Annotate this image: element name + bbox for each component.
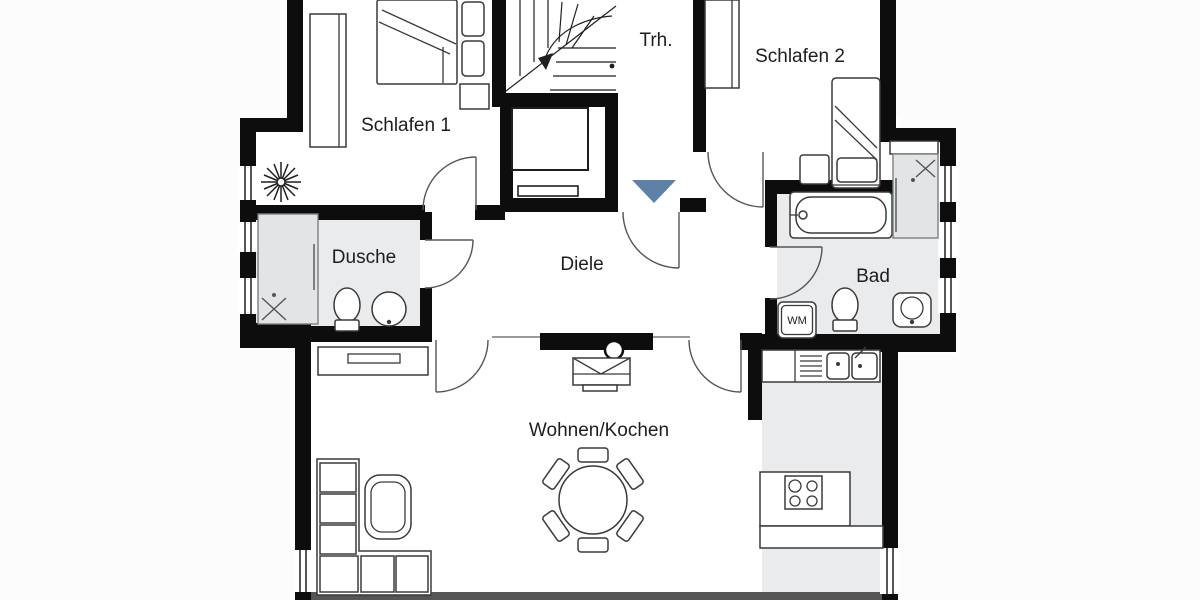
- drainboard: [800, 355, 822, 377]
- dining-chair: [542, 510, 570, 542]
- schlafen1-furniture: [261, 0, 490, 202]
- door-wohnen-right: [688, 339, 742, 393]
- shelf: [889, 140, 939, 155]
- wall-closet-left: [500, 107, 513, 212]
- dining-table: [558, 465, 628, 535]
- sink-basin: [851, 352, 878, 380]
- stove-base: [582, 384, 618, 392]
- doors: [422, 151, 823, 393]
- window-bad-right-2: [938, 222, 958, 258]
- wall-bottom-cut: [311, 592, 882, 600]
- dining-set: [542, 447, 644, 553]
- washing-machine-label: WM: [787, 315, 807, 327]
- dining-chair: [616, 510, 644, 542]
- wall-bad-left-lower: [765, 298, 777, 340]
- wall-right-step: [880, 128, 956, 142]
- faucet: [854, 346, 867, 359]
- room-label-bad: Bad: [856, 266, 890, 287]
- sideboard: [317, 346, 429, 376]
- window-kitchen-right: [880, 548, 900, 594]
- dining-chair: [577, 447, 609, 463]
- toilet: [333, 287, 361, 323]
- door-schlafen2: [707, 151, 764, 208]
- schlafen2-furniture: [704, 0, 881, 189]
- wall-bad-left-upper: [765, 185, 777, 247]
- wardrobe: [704, 0, 740, 89]
- kitchen-counter: [759, 346, 884, 549]
- wall-trh-schlafen2: [693, 0, 706, 152]
- staircase: [505, 0, 617, 92]
- dining-chair: [577, 537, 609, 553]
- window-left-3: [238, 278, 258, 314]
- wall-schlafen1-stairs: [492, 0, 506, 107]
- toilet: [831, 287, 859, 323]
- corner-sofa: [316, 458, 432, 596]
- wall-schlafen1-left-upper: [287, 0, 303, 130]
- shower-enclosure: [892, 153, 939, 239]
- chimney-flue: [603, 339, 625, 361]
- wall-dusche-bottom: [311, 326, 432, 342]
- door-bad: [769, 246, 823, 300]
- room-label-dusche: Dusche: [332, 247, 396, 268]
- chimney-stove: [572, 339, 631, 392]
- dining-chair: [616, 458, 644, 490]
- bad-fixtures: WM: [777, 140, 939, 339]
- toilet-tank: [334, 319, 360, 332]
- dining-chair: [542, 458, 570, 490]
- bathtub-inner: [795, 196, 887, 234]
- coffee-table: [364, 474, 412, 540]
- washbasin: [371, 291, 407, 327]
- wall-dusche-right-lower: [420, 288, 432, 340]
- room-label-wohnen-kochen: Wohnen/Kochen: [529, 420, 669, 441]
- wardrobe: [309, 13, 347, 148]
- wall-schlafen1-bottom-right: [475, 205, 505, 220]
- pillow: [836, 157, 878, 183]
- shower-enclosure: [257, 213, 319, 325]
- nightstand: [461, 40, 485, 77]
- wall-diele-wohnen-center: [540, 333, 653, 350]
- window-left-1: [238, 166, 258, 200]
- door-wohnen-left: [435, 339, 489, 393]
- room-label-trh: Trh.: [639, 30, 672, 51]
- window-wohnen-left: [293, 550, 313, 592]
- door-entrance: [622, 211, 680, 269]
- wall-diele-kitchen-divider: [748, 336, 762, 420]
- washing-machine: WM: [777, 301, 817, 339]
- bathtub-faucet: [798, 210, 808, 220]
- window-bad-right-1: [938, 166, 958, 202]
- toilet-tank: [832, 319, 858, 332]
- window-left-2: [238, 222, 258, 252]
- room-label-schlafen1: Schlafen 1: [361, 115, 451, 136]
- nightstand: [799, 154, 830, 185]
- wohnen-furniture: [316, 346, 884, 596]
- entrance-arrow-icon: [632, 180, 676, 203]
- windows: [238, 166, 958, 594]
- cabinet: [459, 83, 490, 110]
- door-schlafen1: [422, 156, 477, 211]
- wall-entry-stub: [680, 198, 706, 212]
- plant-icon: [261, 162, 301, 202]
- wall-closet-bottom: [500, 198, 618, 212]
- wall-closet-right: [605, 93, 618, 212]
- cooktop: [784, 475, 823, 510]
- window-bad-right-3: [938, 278, 958, 313]
- room-labels: Schlafen 1 Trh. Schlafen 2 Dusche Diele …: [332, 30, 890, 441]
- lift-shaft: [511, 107, 589, 197]
- room-label-schlafen2: Schlafen 2: [755, 46, 845, 67]
- double-bed: [376, 0, 458, 85]
- room-label-diele: Diele: [560, 254, 603, 275]
- dusche-fixtures: [257, 213, 407, 332]
- wall-stairs-bottom: [504, 93, 617, 107]
- wall-wohnen-left: [295, 342, 311, 600]
- kitchen-island-extension: [759, 525, 884, 549]
- wall-left-step: [240, 118, 303, 132]
- door-dusche: [424, 239, 474, 289]
- stair-direction-arrow: [538, 53, 553, 70]
- wall-schlafen2-right: [880, 0, 896, 128]
- nightstand: [461, 1, 485, 37]
- wall-kitchen-right: [882, 352, 898, 600]
